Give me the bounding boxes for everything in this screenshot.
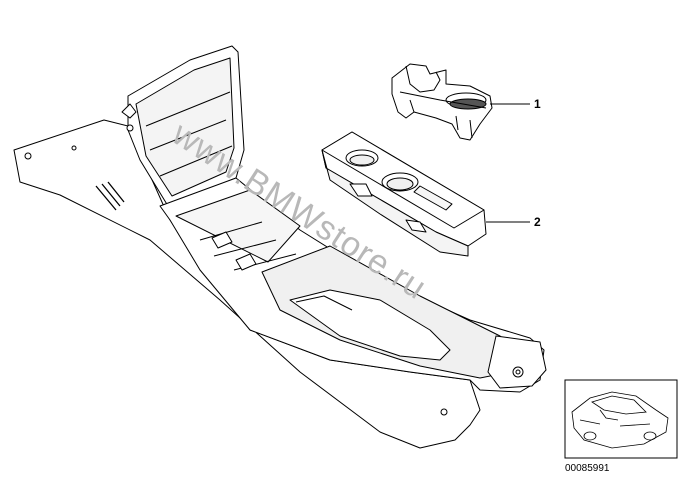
leader-lines [486,103,530,223]
part-1-cup-holder [391,63,493,141]
part-2-cup-holder-tray [321,131,487,257]
diagram-id: 00085991 [565,463,610,474]
center-console [13,45,547,449]
callout-2: 2 [534,215,541,229]
car-silhouette-icon [571,391,669,449]
callout-1: 1 [534,97,541,111]
vehicle-thumbnail [564,379,678,459]
